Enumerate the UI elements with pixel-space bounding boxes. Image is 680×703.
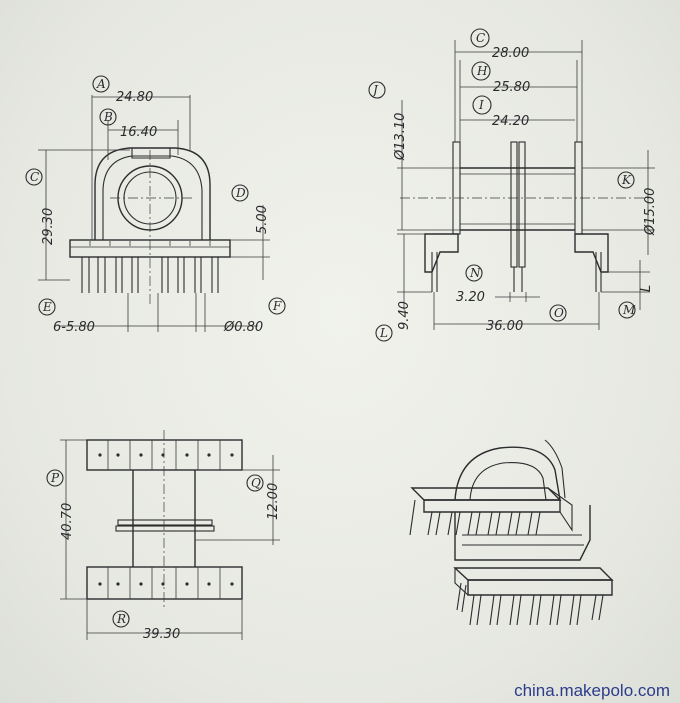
label-a (92, 75, 110, 93)
label-b-letter: B (103, 110, 113, 124)
dim-o: 36.00 (486, 319, 523, 334)
label-j (368, 81, 386, 99)
label-i-letter: I (478, 98, 484, 112)
label-c (25, 168, 43, 186)
label-k (617, 171, 635, 189)
label-m (618, 301, 636, 319)
label-d-letter: D (235, 186, 246, 200)
label-e-letter: E (42, 300, 52, 314)
label-n-letter: N (469, 266, 481, 280)
label-o (549, 304, 567, 322)
label-q (246, 474, 264, 492)
dim-i: 24.20 (492, 114, 529, 129)
top-view: P 40.70 Q 12.00 R 39.30 (46, 430, 281, 642)
label-l-letter: L (379, 326, 388, 340)
label-a-letter: A (96, 77, 106, 91)
dim-a: 24.80 (116, 90, 153, 105)
label-c-letter: C (30, 170, 39, 184)
label-c2 (470, 28, 490, 48)
dim-h: 25.80 (493, 80, 530, 95)
label-r-letter: R (116, 612, 126, 626)
watermark: china.makepolo.com (514, 681, 670, 700)
label-o-letter: O (554, 306, 564, 320)
dim-k: Ø15.00 (643, 188, 658, 236)
dim-j: Ø13.10 (393, 113, 408, 161)
label-b (99, 108, 117, 126)
dim-c: 29.30 (41, 208, 56, 245)
label-n (465, 264, 483, 282)
label-f-letter: F (272, 299, 282, 313)
dim-n: 3.20 (456, 290, 485, 305)
dim-c2: 28.00 (492, 46, 529, 61)
side-view: C 28.00 H 25.80 I 24.20 J Ø13.10 K Ø15.0… (368, 28, 658, 342)
label-c2-letter: C (476, 31, 485, 45)
label-k-letter: K (621, 173, 632, 187)
front-view: A 24.80 B 16.40 C 29.30 D 5.00 E 6-5.80 … (25, 75, 286, 335)
label-i (472, 95, 492, 115)
label-p-letter: P (50, 471, 60, 485)
dim-q: 12.00 (266, 483, 281, 520)
dim-d: 5.00 (255, 205, 270, 234)
isometric-view (409, 439, 614, 626)
dim-e: 6-5.80 (53, 320, 95, 335)
dim-m: L (639, 285, 654, 292)
label-q-letter: Q (251, 476, 261, 490)
dim-b: 16.40 (120, 125, 157, 140)
label-d (231, 184, 249, 202)
label-h-letter: H (476, 64, 488, 78)
dim-l: 9.40 (397, 301, 412, 330)
label-p (46, 469, 64, 487)
dim-r: 39.30 (143, 627, 180, 642)
dim-f: Ø0.80 (223, 320, 263, 335)
dim-p: 40.70 (60, 503, 75, 540)
label-e (38, 298, 56, 316)
label-j-letter: J (370, 83, 379, 97)
label-m-letter: M (622, 303, 636, 317)
label-l (375, 324, 393, 342)
label-f (268, 297, 286, 315)
label-h (471, 61, 491, 81)
label-r (112, 610, 130, 628)
